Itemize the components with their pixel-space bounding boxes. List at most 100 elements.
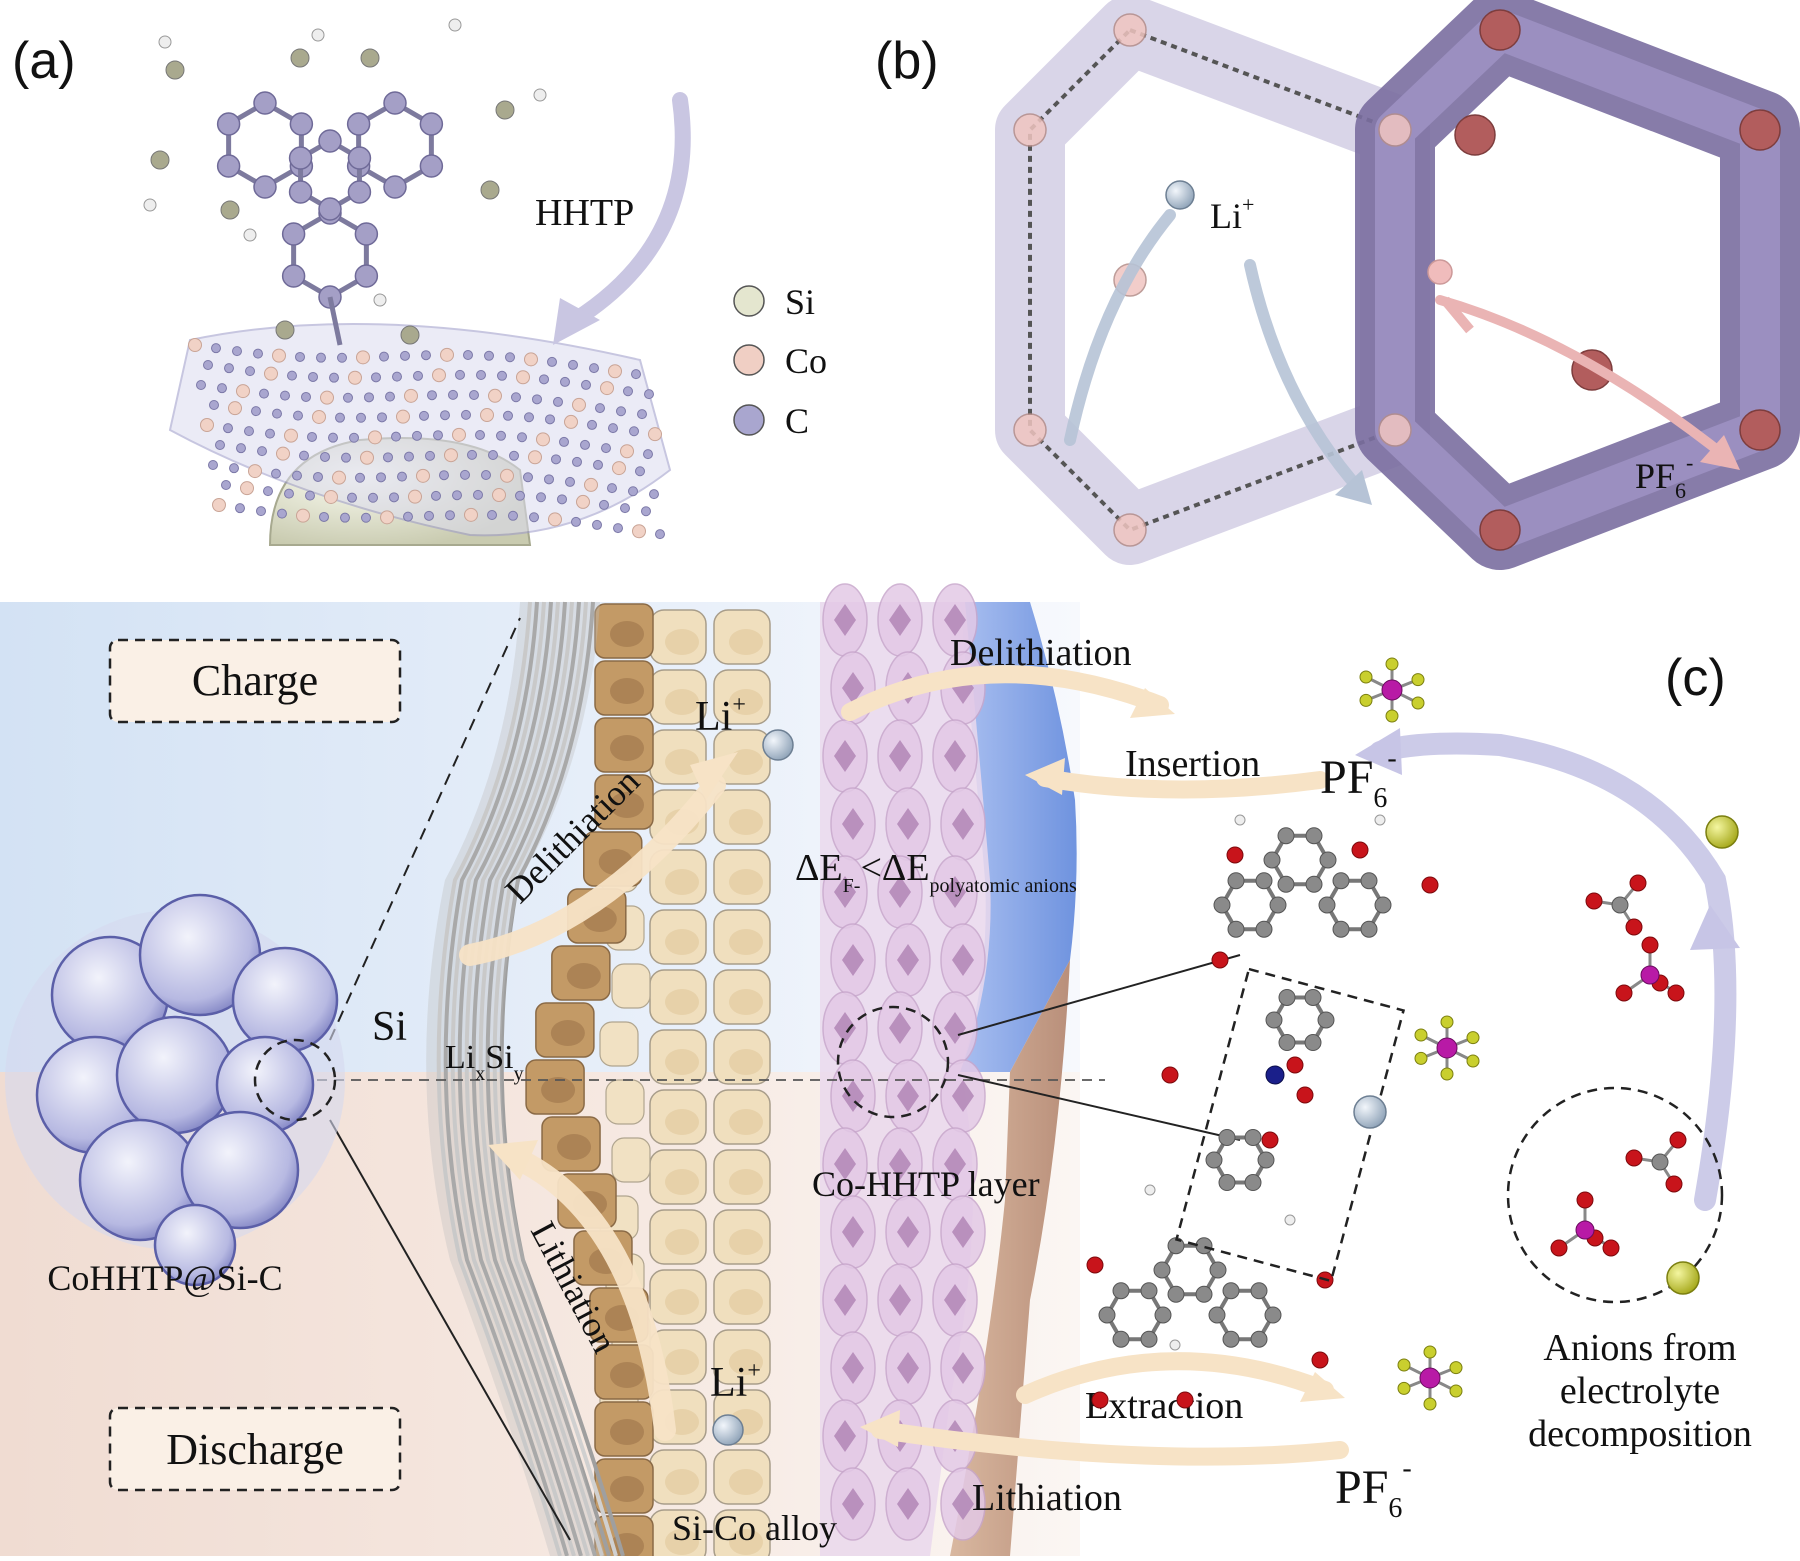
hhtp-hydrogen [448,18,462,32]
li-ion-b [1165,180,1195,210]
bot-ring-a-carbon [1209,1261,1227,1279]
shell-cell-core [550,1020,585,1046]
sheet-c-atom [448,389,458,400]
ring-right-carbon [419,154,444,178]
sheet-co-atom [564,414,578,429]
sheet-c-atom [445,510,455,521]
hydrogen-atom [1169,1339,1181,1351]
anions-circle [1506,1086,1724,1304]
panel-c-label: (c) [1665,649,1726,707]
hhtp-arrow-label: HHTP [535,192,634,234]
alloy-cell-core [665,1109,699,1135]
sei-cell-core [834,604,856,636]
oxygen-atom [1286,1056,1304,1074]
sei-cell-core [889,740,911,772]
sei-cell-core [944,604,966,636]
alloy-cell-core [665,989,699,1015]
sheet-c-atom [259,388,269,399]
striation-line [499,601,625,1557]
sheet-c-atom [295,351,305,362]
ring-bottom-carbon [281,222,306,246]
pf6-top-fluorine [1385,657,1399,671]
sheet-c-atom [299,450,309,461]
sei-cells [822,583,986,1541]
sheet-c-atom [545,414,555,425]
hhtp-hydrogen [533,88,547,102]
bot-ring-b-carbon [1112,1282,1130,1300]
sheet-co-atom [348,370,362,385]
sheet-c-atom [224,363,234,374]
sheet-c-atom [473,489,483,500]
alloy-cell-core [729,1529,763,1555]
sheet-c-atom [412,430,422,441]
sheet-c-atom [559,436,569,447]
pf6-middle-phosphorus [1436,1037,1458,1059]
sheet-c-atom [608,423,618,434]
sheet-c-atom [319,511,329,522]
sei-cell-core [897,808,919,840]
extraction-arrow-label: Extraction [1085,1385,1243,1427]
top-ring-c-carbon [1269,896,1287,914]
sheet-co-atom [312,409,326,424]
ring-left-carbon [253,175,277,199]
sheet-c-atom [419,410,429,421]
anion-return-arrow [1369,732,1737,1211]
extraction-arrow-right [1016,1352,1334,1404]
sheet-co-atom [248,464,262,479]
sheet-c-atom [560,376,570,387]
pf6-arrow-1 [1435,295,1735,465]
mid-ring-a-carbon [1265,1011,1283,1029]
sheet-co-atom [324,489,338,504]
lithiation-arrow-left-head [860,1410,900,1447]
shell-cell-core [610,1419,644,1445]
sheet-c-atom [280,390,290,401]
pf6-middle-fluorine [1466,1031,1480,1045]
sheet-c-atom [253,348,263,359]
sheet-co-atom [272,348,286,363]
sheet-c-atom [232,346,242,357]
pf6-label-b: PF6- [1635,450,1693,503]
extraction-arrow-right-head [1300,1372,1345,1402]
shell-cell-core [557,1134,592,1160]
lixsiy-label: LixSiy [445,1039,524,1085]
alloy-cell-core [665,1169,699,1195]
sheet-c-atom [284,488,294,499]
alloy-cell-core [729,869,763,895]
energy-inequality: ΔEF-<ΔEpolyatomic anions [795,847,1077,897]
sheet-c-atom [467,449,477,460]
sheet-c-atom [287,370,297,381]
sheet-co-atom [320,390,334,405]
sheet-c-atom [427,390,437,401]
ring-center-carbon [288,146,313,170]
alloy-cell-core [729,1229,763,1255]
sheet-co-atom [480,408,494,423]
sei-cell-core [952,808,974,840]
striation-line [443,601,569,1557]
sei-cell-core [842,1488,864,1520]
sei-cell-core [944,740,966,772]
sheet-c-atom [347,492,357,503]
sei-cell-core [834,1012,856,1044]
oxygen-atom [1311,1351,1329,1369]
particle-grain [153,1203,237,1287]
top-ring-c-carbon [1227,920,1245,938]
sheet-c-atom [529,512,539,523]
shell-cell-core [610,678,644,704]
legend-si-label: Si [785,282,815,322]
hhtp-hydrogen [143,198,157,212]
sei-cell-core [952,1488,974,1520]
co-node-left [1378,113,1412,147]
sheet-c-atom [371,372,381,383]
carbonate-upper-oxygen [1625,918,1643,936]
sheet-c-atom [383,452,393,463]
oxygen-atom [1421,876,1439,894]
sei-cell-core [842,1216,864,1248]
sheet-c-atom [601,443,611,454]
cohhtp-si-c-particle [5,893,345,1287]
bot-ring-a-carbon [1195,1237,1213,1255]
sheet-co-atom [608,364,622,379]
sheet-c-atom [208,460,218,470]
anion-molecules [1550,874,1700,1295]
